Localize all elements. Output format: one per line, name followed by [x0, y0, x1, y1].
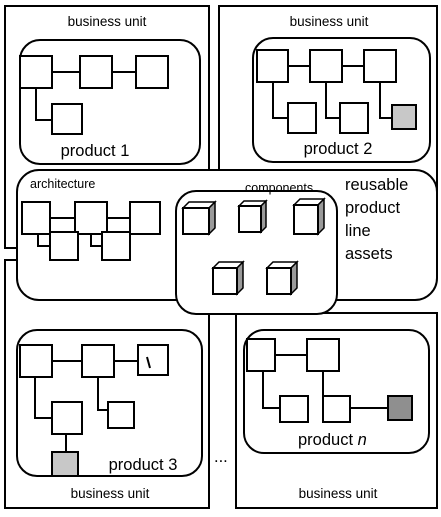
component-cube: [267, 262, 297, 294]
architecture-node: [102, 232, 130, 260]
business-unit-label-bottom-left: business unit: [71, 486, 150, 501]
ellipsis: ...: [214, 448, 228, 466]
architecture-node: [22, 202, 50, 234]
component-cube: [239, 201, 266, 232]
product-n-label: product n: [298, 431, 367, 449]
architecture-node: [50, 232, 78, 260]
business-unit-label-top-left: business unit: [68, 14, 147, 29]
product-n-node: [307, 339, 339, 371]
product-3-node: [108, 402, 134, 428]
product-3-shaded-node: [52, 452, 78, 476]
product-n-node: [280, 396, 308, 422]
assets-label-line-2: product: [345, 199, 400, 217]
product-3-node: [138, 345, 168, 375]
product-1-node: [80, 56, 112, 88]
product-2-node: [364, 50, 396, 82]
assets-label-line-1: reusable: [345, 176, 408, 194]
architecture-node: [75, 202, 107, 234]
core-assets-group: architecture components: [17, 170, 437, 314]
product-1-node: [52, 104, 82, 134]
assets-label-line-4: assets: [345, 245, 393, 263]
product-n-node: [323, 396, 350, 422]
components-label: components: [245, 181, 313, 195]
product-n-shaded-node: [388, 396, 412, 420]
product-1-node: [136, 56, 168, 88]
component-cube: [183, 202, 215, 234]
product-1-group: product 1: [20, 40, 200, 164]
architecture-label: architecture: [30, 177, 95, 191]
component-cube: [213, 262, 243, 294]
product-3-group: product 3: [17, 330, 202, 476]
assets-label-line-3: line: [345, 222, 371, 240]
product-2-label: product 2: [304, 140, 373, 158]
product-1-label: product 1: [61, 142, 130, 160]
product-1-node: [20, 56, 52, 88]
product-3-label: product 3: [109, 456, 178, 474]
product-2-node: [340, 103, 368, 133]
product-3-node: [82, 345, 114, 377]
product-2-node: [288, 103, 316, 133]
product-n-label-variable: n: [358, 431, 367, 449]
component-cube: [294, 199, 324, 234]
product-2-node: [310, 50, 342, 82]
product-2-node: [257, 50, 288, 82]
product-n-group: product n: [244, 330, 429, 453]
product-2-group: product 2: [253, 38, 430, 162]
product-2-shaded-node: [392, 105, 416, 129]
business-unit-label-bottom-right: business unit: [299, 486, 378, 501]
architecture-node: [130, 202, 160, 234]
product-n-label-prefix: product: [298, 431, 358, 449]
business-unit-label-top-right: business unit: [290, 14, 369, 29]
product-3-node: [52, 402, 82, 434]
product-3-node: [20, 345, 52, 377]
product-n-node: [247, 339, 275, 371]
